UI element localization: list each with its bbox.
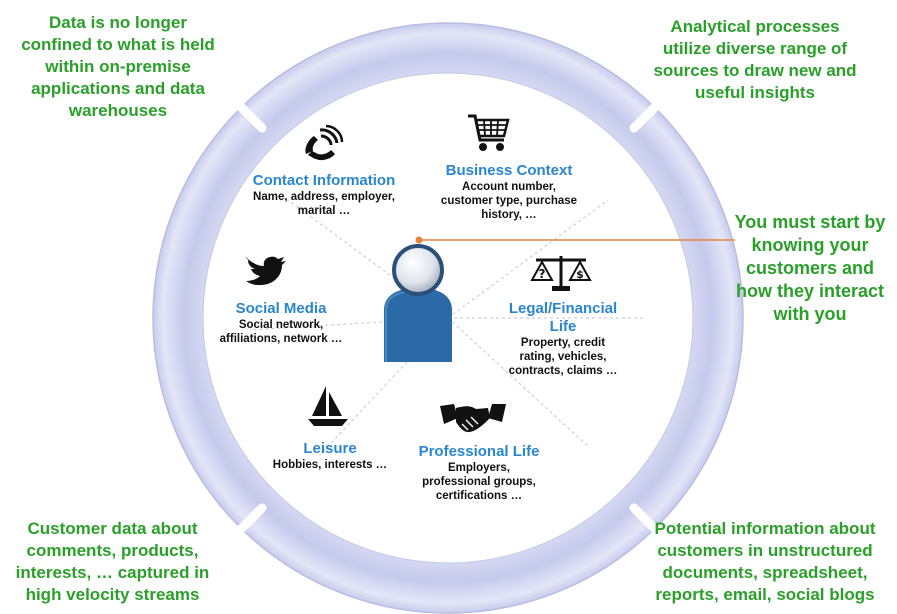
segment-desc: rating, vehicles, xyxy=(519,351,607,363)
bird-icon xyxy=(246,256,286,286)
segment-title: Business Context xyxy=(445,162,573,179)
segment-desc: contracts, claims … xyxy=(508,365,618,377)
segment-legal-financial-life: Legal/Financial Life Property, credit ra… xyxy=(488,300,638,378)
corner-text-top-right: Analytical processes utilize diverse ran… xyxy=(653,17,857,102)
corner-text-center-right: You must start by knowing your customers… xyxy=(734,212,886,324)
segment-social-media: Social Media Social network, affiliation… xyxy=(206,300,356,346)
segment-desc: Account number, xyxy=(462,181,556,193)
segment-title: Contact Information xyxy=(252,172,396,189)
corner-text-bottom-right: Potential information about customers in… xyxy=(654,519,876,604)
segment-desc: Name, address, employer, xyxy=(253,191,395,203)
outer-ring-edge xyxy=(152,22,744,614)
segment-desc: customer type, purchase xyxy=(440,195,578,207)
segment-desc: professional groups, xyxy=(422,476,536,488)
svg-text:?: ? xyxy=(539,267,546,281)
segment-title: Life xyxy=(549,318,577,335)
segment-title: Legal/Financial xyxy=(508,300,618,317)
segment-desc: Employers, xyxy=(448,462,510,474)
inner-ring-edge xyxy=(202,72,694,564)
outer-ring xyxy=(153,23,743,613)
segment-desc: certifications … xyxy=(435,490,523,502)
segment-desc: Property, credit xyxy=(520,337,606,349)
segment-desc: history, … xyxy=(481,209,537,221)
svg-text:$: $ xyxy=(576,268,584,281)
segment-desc: Hobbies, interests … xyxy=(272,459,388,471)
segment-title: Social Media xyxy=(235,300,327,317)
shopping-cart-icon xyxy=(468,114,510,151)
segment-desc: Social network, xyxy=(238,319,324,331)
segment-title: Leisure xyxy=(303,440,357,457)
segment-contact-information: Contact Information Name, address, emplo… xyxy=(230,172,418,218)
corner-text-bottom-left: Customer data about comments, products, … xyxy=(15,519,210,604)
segment-business-context: Business Context Account number, custome… xyxy=(420,162,598,222)
segment-desc: affiliations, network … xyxy=(219,333,343,345)
segment-professional-life: Professional Life Employers, professiona… xyxy=(400,443,558,503)
corner-text-top-left: Data is no longer confined to what is he… xyxy=(21,13,215,120)
segment-desc: marital … xyxy=(297,205,351,217)
sailboat-icon xyxy=(308,386,348,426)
segment-leisure: Leisure Hobbies, interests … xyxy=(255,440,405,472)
segment-title: Professional Life xyxy=(418,443,540,460)
handshake-icon xyxy=(440,404,506,433)
phone-icon xyxy=(305,124,344,161)
ring-gaps xyxy=(225,91,671,545)
scales-icon: ? $ xyxy=(530,256,592,291)
customer-person-icon xyxy=(384,244,452,362)
